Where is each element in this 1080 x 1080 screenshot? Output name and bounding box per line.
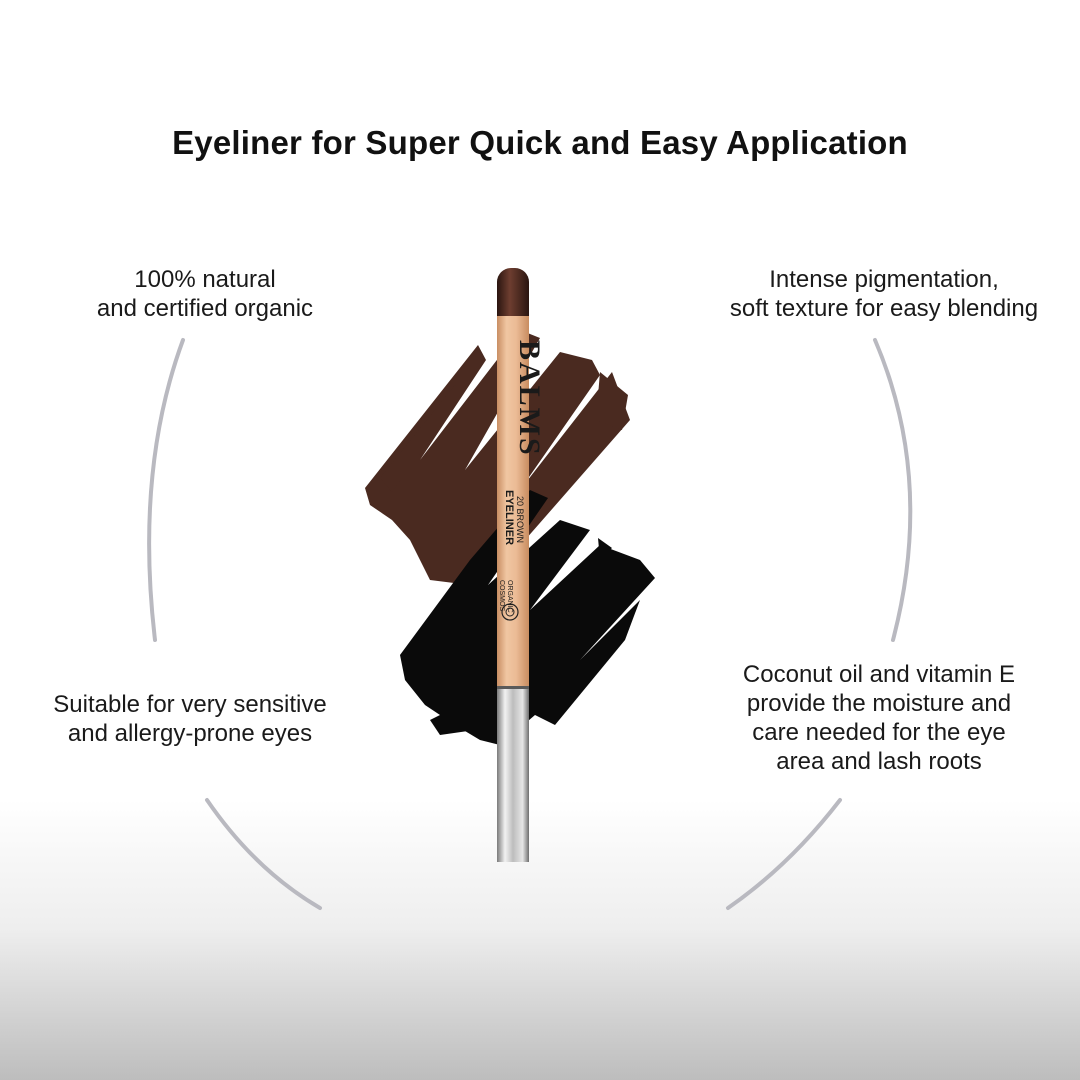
arc-right-upper (873, 338, 913, 642)
pencil-cert-line2: ORGANIC (506, 580, 513, 613)
pencil-name-label: EYELINER (503, 490, 515, 545)
feature-coconut-vitamin: Coconut oil and vitamin E provide the mo… (720, 660, 1038, 776)
pencil-tip-base (497, 290, 529, 318)
feature-line: Intense pigmentation, (769, 266, 999, 293)
feature-sensitive-eyes: Suitable for very sensitive and allergy-… (20, 690, 360, 748)
arc-right-lower (726, 798, 842, 910)
feature-line: care needed for the eye (752, 719, 1006, 746)
pencil-brand-label: BALMS (513, 340, 546, 457)
arc-left-lower (205, 798, 322, 910)
feature-pigmentation: Intense pigmentation, soft texture for e… (700, 265, 1068, 323)
feature-line: soft texture for easy blending (729, 295, 1039, 322)
feature-line: and allergy-prone eyes (67, 720, 313, 747)
decorative-arcs (147, 338, 913, 910)
feature-line: and certified organic (96, 295, 314, 322)
eyeliner-pencil (497, 268, 529, 862)
pencil-wood-body (497, 316, 529, 688)
feature-natural-organic: 100% natural and certified organic (40, 265, 370, 323)
feature-line: Coconut oil and vitamin E (742, 661, 1016, 688)
pencil-shade-label: 20 BROWN (515, 496, 525, 543)
pencil-cert-line1: COSMOS (498, 580, 505, 611)
feature-line: area and lash roots (776, 748, 982, 775)
pencil-metal-cap (497, 686, 529, 862)
feature-line: 100% natural (134, 266, 276, 293)
feature-line: Suitable for very sensitive (53, 691, 327, 718)
arc-left-upper (147, 338, 185, 642)
feature-line: provide the moisture and (746, 690, 1012, 717)
page-title: Eyeliner for Super Quick and Easy Applic… (172, 124, 908, 161)
cosmos-organic-badge (501, 603, 519, 621)
